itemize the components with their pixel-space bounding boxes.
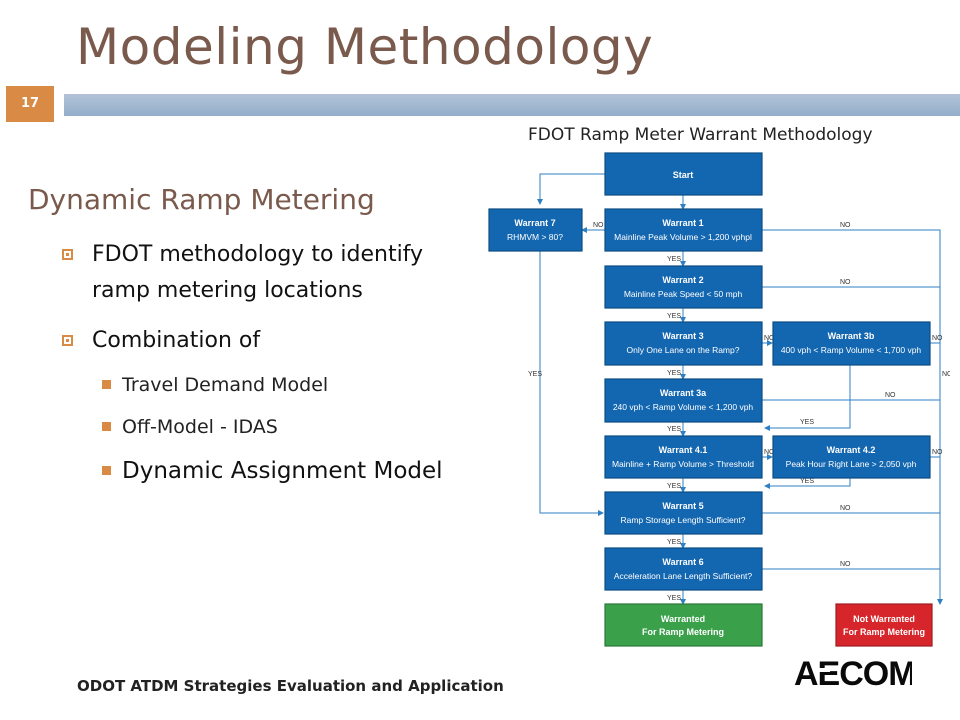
warrant-2-box: Warrant 2 Mainline Peak Speed < 50 mph (604, 265, 763, 309)
warrant-7-box: Warrant 7 RHMVM > 80? (488, 208, 583, 252)
svg-text:AECOM: AECOM (794, 655, 912, 693)
bullet-item: FDOT methodology to identify ramp meteri… (62, 237, 482, 309)
not-warranted-line2: For Ramp Metering (843, 627, 925, 637)
flowchart-labels: NO YES NO NO NO NO NO NO NO NO NO NO YES… (528, 222, 950, 602)
warrant-3b-text: 400 vph < Ramp Volume < 1,700 vph (781, 345, 922, 355)
warrant-4-1-title: Warrant 4.1 (659, 445, 708, 455)
warrant-3a-text: 240 vph < Ramp Volume < 1,200 vph (613, 402, 754, 412)
yes-label: YES (528, 371, 542, 378)
no-label: NO (932, 335, 943, 342)
no-label: NO (840, 279, 851, 286)
slide-title: Modeling Methodology (76, 18, 654, 76)
no-label: NO (942, 371, 950, 378)
square-bullet-icon (102, 380, 111, 389)
warrant-6-title: Warrant 6 (662, 557, 703, 567)
footer-text: ODOT ATDM Strategies Evaluation and Appl… (77, 677, 504, 695)
header-bar (64, 94, 960, 116)
warrant-7-text: RHMVM > 80? (507, 232, 563, 242)
warrant-5-title: Warrant 5 (662, 501, 703, 511)
warrant-3a-title: Warrant 3a (660, 388, 707, 398)
aecom-logo: AECOM (794, 655, 912, 693)
warrant-3-title: Warrant 3 (662, 331, 703, 341)
no-label: NO (840, 561, 851, 568)
sub-bullet-item: Travel Demand Model (102, 373, 482, 397)
warrant-3a-box: Warrant 3a 240 vph < Ramp Volume < 1,200… (604, 378, 763, 423)
warrant-4-1-box: Warrant 4.1 Mainline + Ramp Volume > Thr… (604, 435, 763, 479)
warrant-1-text: Mainline Peak Volume > 1,200 vphpl (614, 232, 752, 242)
bullet-list: FDOT methodology to identify ramp meteri… (62, 237, 482, 503)
warrant-5-text: Ramp Storage Length Sufficient? (620, 515, 745, 525)
warranted-line2: For Ramp Metering (642, 627, 724, 637)
warranted-line1: Warranted (661, 614, 705, 624)
warrant-3-box: Warrant 3 Only One Lane on the Ramp? (604, 321, 763, 366)
yes-label: YES (667, 426, 681, 433)
no-label: NO (593, 222, 604, 229)
square-bullet-icon (102, 422, 111, 431)
warrant-flowchart: NO YES NO NO NO NO NO NO NO NO NO NO YES… (488, 152, 950, 647)
yes-label: YES (800, 478, 814, 485)
sub-bullet-list: Travel Demand Model Off-Model - IDAS Dyn… (62, 373, 482, 485)
yes-label: YES (667, 483, 681, 490)
no-label: NO (932, 449, 943, 456)
warrant-1-title: Warrant 1 (662, 218, 703, 228)
bullet-marker-icon (62, 335, 73, 346)
no-label: NO (840, 222, 851, 229)
start-box: Start (604, 152, 763, 196)
start-label: Start (673, 170, 694, 180)
bullet-text: Combination of (92, 328, 261, 353)
flowchart-title: FDOT Ramp Meter Warrant Methodology (528, 125, 873, 145)
sub-bullet-text: Dynamic Assignment Model (122, 458, 443, 484)
warrant-4-2-box: Warrant 4.2 Peak Hour Right Lane > 2,050… (772, 435, 931, 479)
square-bullet-icon (102, 466, 111, 475)
no-label: NO (764, 335, 775, 342)
bullet-text: FDOT methodology to identify ramp meteri… (92, 242, 424, 303)
yes-label: YES (667, 370, 681, 377)
warrant-6-text: Acceleration Lane Length Sufficient? (614, 571, 753, 581)
warranted-box: Warranted For Ramp Metering (604, 603, 763, 647)
yes-label: YES (667, 313, 681, 320)
bullet-item: Combination of (62, 323, 482, 359)
yes-label: YES (667, 595, 681, 602)
warrant-4-1-text: Mainline + Ramp Volume > Threshold (612, 459, 754, 469)
warrant-4-2-title: Warrant 4.2 (827, 445, 876, 455)
not-warranted-box: Not Warranted For Ramp Metering (835, 603, 933, 647)
warrant-5-box: Warrant 5 Ramp Storage Length Sufficient… (604, 491, 763, 535)
warrant-3-text: Only One Lane on the Ramp? (627, 345, 740, 355)
no-label: NO (885, 392, 896, 399)
warrant-6-box: Warrant 6 Acceleration Lane Length Suffi… (604, 547, 763, 591)
sub-bullet-item: Off-Model - IDAS (102, 415, 482, 439)
warrant-3b-box: Warrant 3b 400 vph < Ramp Volume < 1,700… (772, 321, 931, 366)
warrant-3b-title: Warrant 3b (828, 331, 875, 341)
bullet-marker-icon (62, 249, 73, 260)
slide-number: 17 (6, 86, 54, 122)
warrant-7-title: Warrant 7 (514, 218, 555, 228)
yes-label: YES (800, 419, 814, 426)
no-label: NO (840, 505, 851, 512)
warrant-2-title: Warrant 2 (662, 275, 703, 285)
yes-label: YES (667, 539, 681, 546)
not-warranted-line1: Not Warranted (853, 614, 915, 624)
sub-bullet-item: Dynamic Assignment Model (102, 457, 482, 485)
yes-label: YES (667, 256, 681, 263)
no-label: NO (764, 449, 775, 456)
warrant-1-box: Warrant 1 Mainline Peak Volume > 1,200 v… (604, 208, 763, 252)
flowchart-connectors (537, 173, 943, 605)
warrant-4-2-text: Peak Hour Right Lane > 2,050 vph (786, 459, 917, 469)
sub-bullet-text: Off-Model - IDAS (122, 416, 278, 438)
warrant-2-text: Mainline Peak Speed < 50 mph (624, 289, 743, 299)
slide-subtitle: Dynamic Ramp Metering (28, 183, 375, 216)
sub-bullet-text: Travel Demand Model (122, 374, 329, 396)
